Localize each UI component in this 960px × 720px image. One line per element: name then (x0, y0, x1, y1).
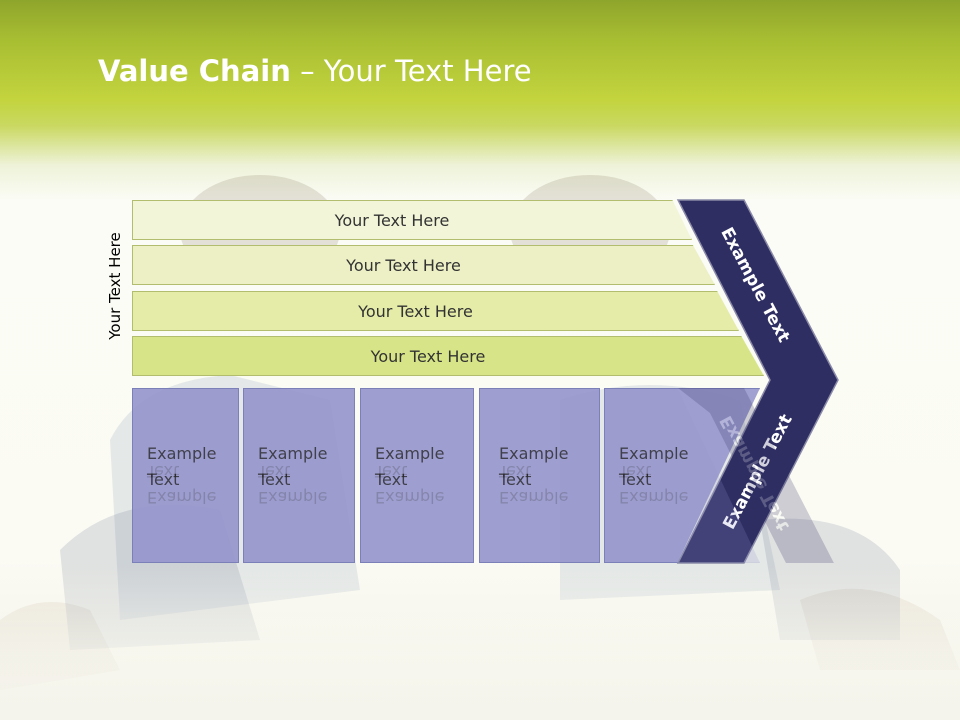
primary-column-3[interactable]: Example Text (360, 388, 474, 563)
support-bar-2[interactable]: Your Text Here (132, 245, 715, 285)
primary-column-2[interactable]: Example Text (243, 388, 355, 563)
column-line1: Example (375, 444, 445, 463)
column-line2: Text (375, 470, 408, 489)
column-line1: Example (258, 444, 328, 463)
primary-column-1[interactable]: Example Text (132, 388, 239, 563)
support-bar-label: Your Text Here (334, 210, 450, 230)
column-line2: Text (499, 470, 532, 489)
column-line2: Text (619, 470, 652, 489)
column-line2: Text (258, 470, 291, 489)
support-bar-4[interactable]: Your Text Here (132, 336, 764, 376)
support-bar-label: Your Text Here (370, 346, 486, 366)
column-line1: Example (499, 444, 569, 463)
support-bar-label: Your Text Here (358, 301, 473, 321)
support-bar-label: Your Text Here (346, 255, 461, 275)
support-bar-3[interactable]: Your Text Here (132, 291, 739, 331)
page-title: Value Chain – Your Text Here (98, 54, 532, 88)
column-line1: Example (147, 444, 217, 463)
column-line1: Example (619, 444, 689, 463)
column-line2: Text (147, 470, 180, 489)
title-rest: – Your Text Here (290, 54, 532, 88)
chevron-shape (676, 199, 839, 564)
title-bold: Value Chain (98, 54, 291, 88)
primary-column-4[interactable]: Example Text (479, 388, 600, 563)
